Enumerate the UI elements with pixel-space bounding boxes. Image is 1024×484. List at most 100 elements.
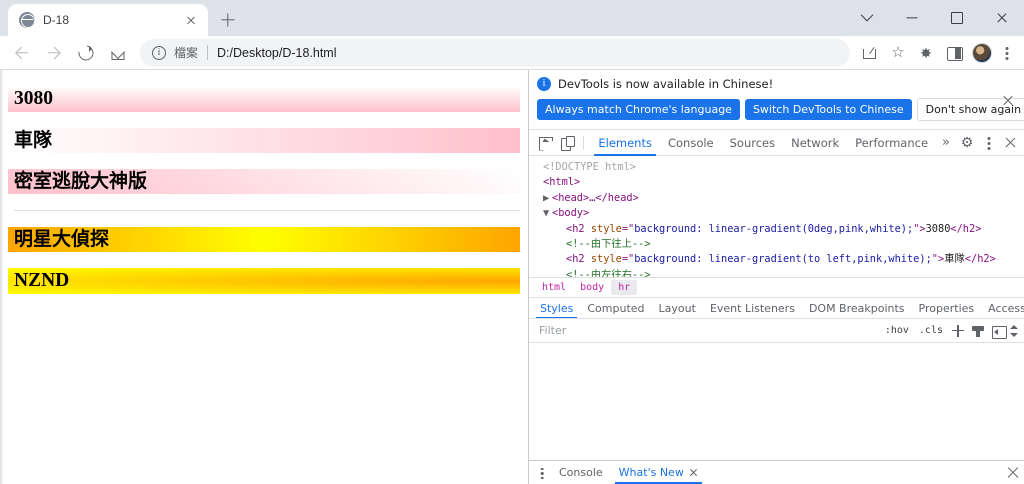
bookmark-star-icon[interactable]: ☆ [891, 43, 905, 61]
drawer-tab-whats-new[interactable]: What's New [611, 462, 706, 484]
close-icon[interactable] [1002, 462, 1024, 484]
cls-toggle[interactable]: .cls [918, 325, 943, 336]
node-text: 車隊 [944, 253, 965, 266]
attr-name: style [590, 222, 622, 235]
heading-nznd: NZND [8, 268, 520, 295]
expand-triangle-icon[interactable]: ▶ [543, 191, 550, 204]
chevron-down-icon[interactable] [844, 2, 889, 34]
filter-input[interactable] [537, 323, 880, 338]
kebab-menu-icon[interactable] [533, 462, 551, 484]
tab-styles[interactable]: Styles [533, 299, 580, 318]
divider [207, 45, 209, 60]
drawer-tab-console[interactable]: Console [551, 462, 611, 483]
attr-name: style [590, 253, 622, 266]
heading-mingxing: 明星大偵探 [8, 227, 520, 253]
back-arrow-icon[interactable] [8, 39, 36, 67]
tab-properties[interactable]: Properties [918, 301, 975, 315]
doctype-token: <!DOCTYPE html> [543, 161, 636, 173]
page-body: 3080 車隊 密室逃脫大神版 明星大偵探 NZND [8, 86, 520, 295]
plus-icon[interactable] [948, 321, 968, 341]
side-panel-icon[interactable] [941, 40, 967, 66]
drawer-tab-label: What's New [618, 466, 684, 479]
switch-to-chinese-button[interactable]: Switch DevTools to Chinese [744, 99, 912, 120]
horizontal-rule[interactable] [14, 210, 520, 212]
notification-buttons: Always match Chrome's language Switch De… [537, 98, 1024, 121]
hov-toggle[interactable]: :hov [884, 325, 909, 336]
breadcrumb-body[interactable]: body [580, 282, 605, 293]
tab-elements[interactable]: Elements [590, 131, 660, 156]
inspect-element-icon[interactable] [534, 132, 554, 154]
comment-token: <!--由下往上--> [566, 238, 651, 251]
home-icon[interactable] [104, 39, 132, 67]
attr-value: background: linear-gradient(to left,pink… [634, 253, 932, 266]
tab-title: D-18 [43, 13, 70, 27]
browser-tab[interactable]: D-18 [8, 4, 208, 36]
attr-value: background: linear-gradient(0deg,pink,wh… [634, 222, 914, 235]
tab-accessibility[interactable]: Accessibility [988, 301, 1024, 315]
content-split: 3080 車隊 密室逃脫大神版 明星大偵探 NZND DevTools is n… [0, 70, 1024, 484]
info-circle-icon[interactable] [152, 45, 166, 60]
sidebar-icon[interactable] [988, 321, 1008, 341]
notification-message-row: DevTools is now available in Chinese! [537, 77, 1016, 91]
heading-mishi: 密室逃脫大神版 [8, 168, 520, 195]
more-tabs-icon[interactable]: » [942, 135, 950, 150]
kebab-menu-icon[interactable] [996, 40, 1018, 66]
gear-icon[interactable]: ⚙ [960, 134, 974, 151]
device-toolbar-icon[interactable] [556, 132, 576, 154]
kebab-menu-icon[interactable] [978, 130, 1000, 156]
forward-arrow-icon[interactable] [40, 39, 68, 67]
dom-line[interactable]: ▼<body> [529, 206, 1024, 221]
reload-icon[interactable] [72, 39, 100, 67]
dom-line[interactable]: <!DOCTYPE html> [529, 160, 1024, 175]
new-tab-button[interactable] [214, 6, 242, 34]
spinner-icon[interactable] [1008, 321, 1020, 341]
minimize-icon[interactable] [889, 2, 934, 34]
breadcrumb-hr[interactable]: hr [611, 280, 638, 295]
tab-network[interactable]: Network [791, 135, 840, 150]
extensions-puzzle-icon[interactable]: ✸ [920, 44, 932, 61]
dom-tree[interactable]: <!DOCTYPE html> <html> ▶<head>…</head> ▼… [529, 156, 1024, 277]
comment-token: <!--由左往右--> [566, 268, 651, 277]
share-icon[interactable] [857, 40, 883, 66]
always-match-language-button[interactable]: Always match Chrome's language [537, 99, 740, 120]
dont-show-again-button[interactable]: Don't show again [916, 98, 1024, 121]
tab-console[interactable]: Console [667, 135, 714, 150]
dom-line[interactable]: <!--由左往右--> [529, 268, 1024, 277]
head-tag-token: <head>…</head> [552, 191, 639, 204]
page-viewport: 3080 車隊 密室逃脫大神版 明星大偵探 NZND [0, 70, 529, 484]
dom-line[interactable]: <h2 style="background: linear-gradient(t… [566, 253, 996, 266]
dom-line[interactable]: ▶<head>…</head> [529, 191, 1024, 206]
node-text: 3080 [925, 222, 951, 235]
drawer-tab-label: Console [559, 466, 603, 479]
breadcrumb-html[interactable]: html [542, 282, 567, 293]
breadcrumb: html body hr [529, 277, 1024, 297]
body-tag-token: <body> [552, 207, 590, 220]
address-bar[interactable]: 檔案 D:/Desktop/D-18.html [140, 38, 850, 67]
devtools-panel: DevTools is now available in Chinese! Al… [529, 70, 1024, 484]
toolbar-icons: ☆ ✸ [856, 40, 1018, 66]
collapse-triangle-icon[interactable]: ▼ [543, 207, 550, 220]
close-icon[interactable] [979, 2, 1024, 34]
dom-line[interactable]: <html> [529, 175, 1024, 190]
dom-line[interactable]: <h2 style="background: linear-gradient(0… [566, 222, 982, 235]
avatar[interactable] [972, 42, 992, 63]
dom-line[interactable]: <!--由下往上--> [529, 237, 1024, 252]
tab-dom-breakpoints[interactable]: DOM Breakpoints [808, 301, 905, 315]
tab-performance[interactable]: Performance [855, 135, 929, 150]
tab-layout[interactable]: Layout [658, 301, 696, 315]
window-controls [844, 0, 1024, 36]
close-icon[interactable] [689, 468, 698, 477]
tab-event-listeners[interactable]: Event Listeners [709, 301, 795, 315]
heading-chedui: 車隊 [8, 127, 520, 153]
maximize-icon[interactable] [934, 2, 979, 34]
styles-pane-body [529, 343, 1024, 460]
tab-computed[interactable]: Computed [587, 301, 645, 315]
tab-sources[interactable]: Sources [729, 135, 776, 150]
close-icon[interactable] [183, 12, 199, 28]
brush-icon[interactable] [968, 321, 988, 341]
url-text: D:/Desktop/D-18.html [217, 45, 337, 60]
devtools-toolbar-right: ⚙ [956, 130, 1020, 156]
close-icon[interactable] [1000, 133, 1020, 153]
close-icon[interactable] [1000, 92, 1016, 108]
